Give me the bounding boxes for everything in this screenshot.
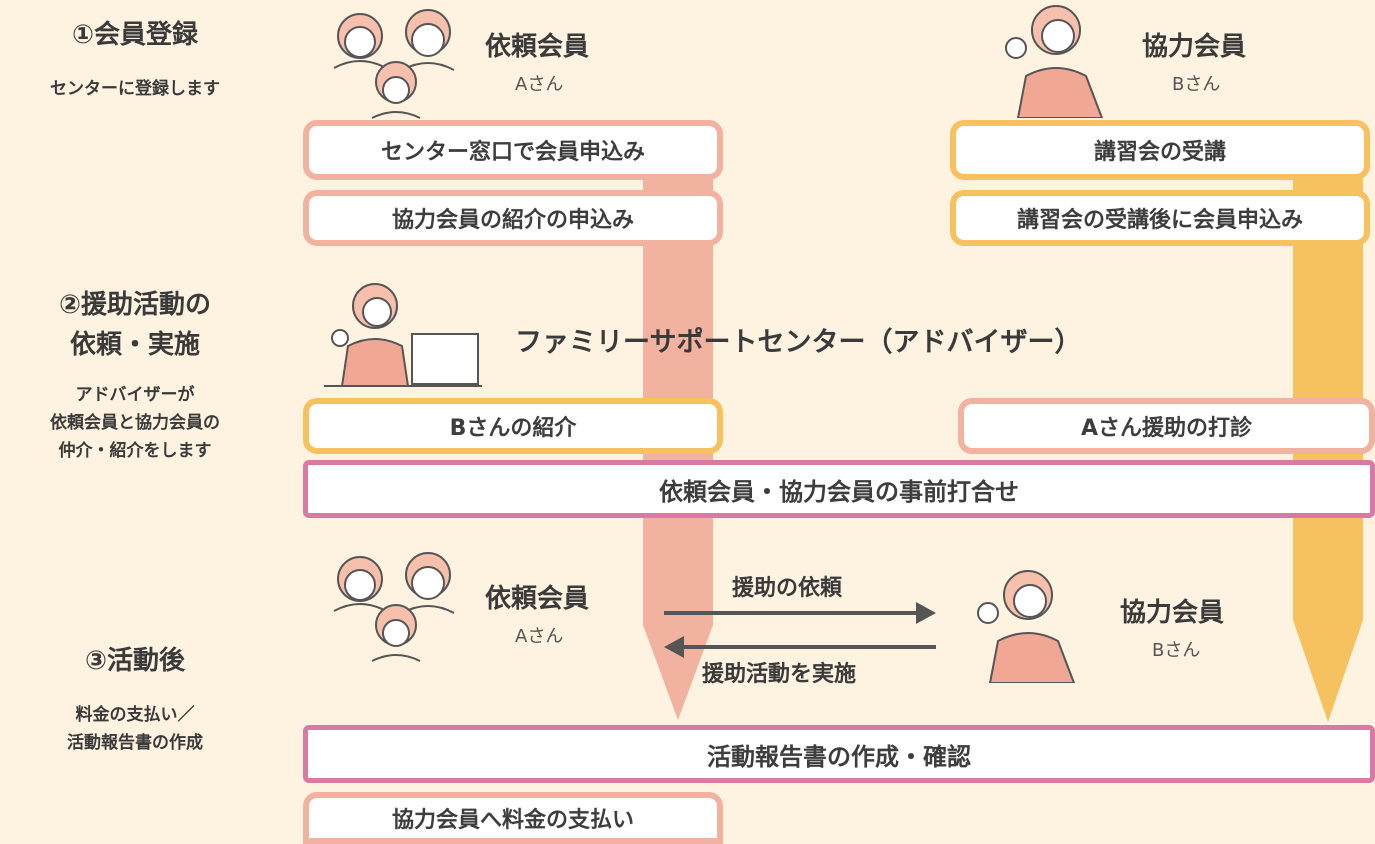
requester-sub-lower: Aさん — [515, 626, 564, 647]
step1-title: ①会員登録 — [71, 20, 198, 50]
requester-apply-box: センター窓口で会員申込み — [303, 120, 723, 180]
step3-desc-line2: 活動報告書の作成 — [67, 733, 203, 753]
step2-title-line1: ②援助活動の — [58, 290, 211, 320]
step2-desc-line1: アドバイザーが — [75, 385, 195, 405]
supporter-name-lower: 協力会員 — [1120, 598, 1225, 628]
requester-name-top: 依頼会員 — [485, 32, 590, 62]
supporter-person-icon-lower — [977, 570, 1076, 683]
meeting-box: 依頼会員・協力会員の事前打合せ — [303, 460, 1375, 518]
arrow-perform-label: 援助活動を実施 — [702, 662, 857, 687]
supporter-apply-box: 講習会の受講後に会員申込み — [950, 190, 1370, 246]
arrow-right-icon — [664, 602, 936, 624]
advisor-icon — [324, 283, 482, 387]
step2-desc-line2: 依頼会員と協力会員の — [50, 413, 220, 433]
report-box: 活動報告書の作成・確認 — [303, 725, 1375, 783]
arrow-left-icon — [664, 636, 936, 658]
ask-a-box: Aさん援助の打診 — [958, 398, 1375, 454]
requester-name-lower: 依頼会員 — [485, 584, 590, 614]
supporter-sub-top: Bさん — [1172, 74, 1221, 95]
requester-intro-box: 協力会員の紹介の申込み — [303, 190, 723, 246]
supporter-sub-lower: Bさん — [1152, 640, 1201, 661]
family-icon-lower — [333, 552, 455, 662]
family-icon — [333, 9, 455, 119]
intro-b-box: Bさんの紹介 — [303, 398, 723, 454]
supporter-course-box: 講習会の受講 — [950, 120, 1370, 180]
step2-title-line2: 依頼・実施 — [69, 330, 200, 360]
arrow-request-label: 援助の依頼 — [732, 576, 843, 601]
supporter-name-top: 協力会員 — [1142, 32, 1247, 62]
supporter-person-icon — [1005, 5, 1104, 118]
step1-desc: センターに登録します — [50, 79, 220, 99]
step3-desc-line1: 料金の支払い／ — [75, 705, 195, 725]
step3-title: ③活動後 — [84, 646, 185, 676]
requester-sub-top: Aさん — [515, 74, 564, 95]
step2-desc-line3: 仲介・紹介をします — [58, 441, 212, 461]
payment-box: 協力会員へ料金の支払い — [303, 792, 723, 844]
center-title: ファミリーサポートセンター（アドバイザー） — [515, 327, 1082, 358]
